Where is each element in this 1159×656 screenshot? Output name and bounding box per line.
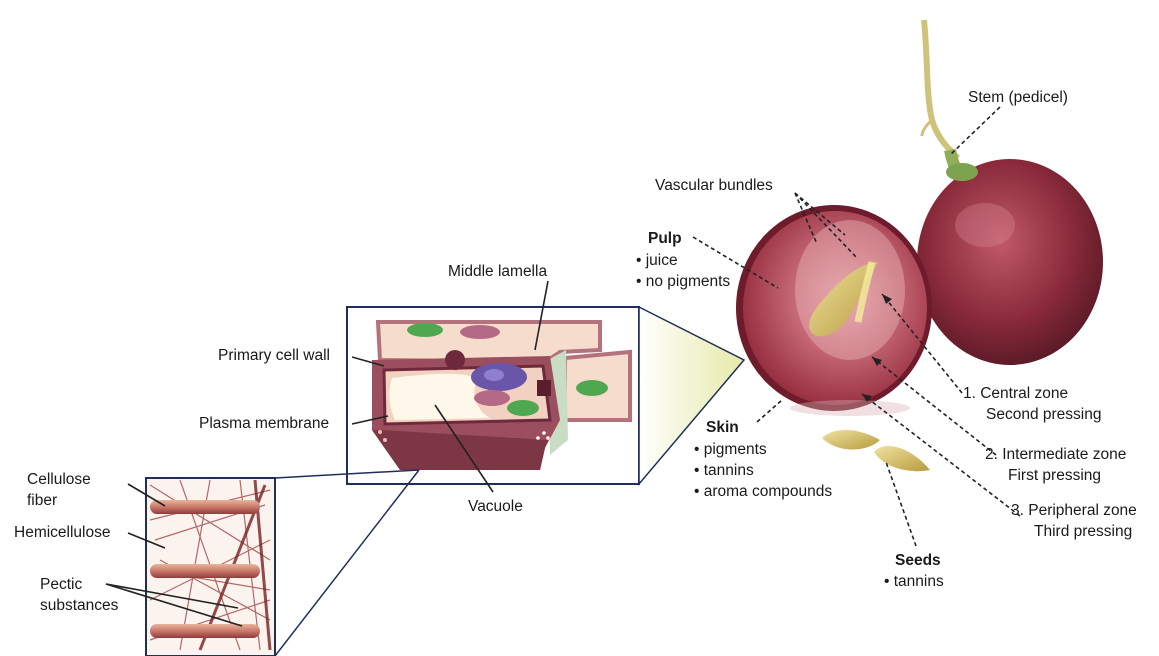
cut-grape (736, 205, 932, 416)
seed-1 (822, 430, 880, 450)
zoom-line-fiber-bottom (275, 470, 419, 656)
whole-grape-highlight (955, 203, 1015, 247)
label-zone2-name: 2. Intermediate zone (985, 445, 1126, 464)
label-zone3-name: 3. Peripheral zone (1011, 501, 1137, 520)
leader-skin (757, 400, 782, 422)
label-skin-aroma: • aroma compounds (694, 482, 832, 501)
label-cellulose-fiber-2: fiber (27, 491, 57, 510)
cellulose-fiber-3 (150, 624, 260, 638)
whole-grape-body (917, 159, 1103, 365)
whole-grape (917, 159, 1103, 365)
leader-seeds (886, 462, 916, 546)
label-pulp-juice: • juice (636, 251, 678, 270)
cellulose-fiber-1 (150, 500, 260, 514)
label-pectic-2: substances (40, 596, 118, 615)
label-pectic-1: Pectic (40, 575, 82, 594)
label-vacuole: Vacuole (468, 497, 523, 516)
label-skin-pigments: • pigments (694, 440, 767, 459)
loose-seeds (822, 430, 930, 471)
label-pulp-no-pigments: • no pigments (636, 272, 730, 291)
label-middle-lamella: Middle lamella (448, 262, 547, 281)
label-hemicellulose: Hemicellulose (14, 523, 110, 542)
label-zone1-pressing: Second pressing (986, 405, 1101, 424)
label-stem: Stem (pedicel) (968, 88, 1068, 107)
leader-stem (950, 107, 1000, 155)
label-pulp-title: Pulp (648, 229, 682, 248)
seed-2 (874, 446, 930, 471)
label-zone1-name: 1. Central zone (963, 384, 1068, 403)
cellulose-fiber-2 (150, 564, 260, 578)
fiber-inset (146, 478, 275, 656)
label-skin-title: Skin (706, 418, 739, 437)
chloroplast (507, 400, 539, 416)
label-cellulose-fiber-1: Cellulose (27, 470, 91, 489)
label-seeds-title: Seeds (895, 551, 941, 570)
label-seeds-tannins: • tannins (884, 572, 944, 591)
label-plasma-membrane: Plasma membrane (199, 414, 329, 433)
label-vascular-bundles: Vascular bundles (655, 176, 773, 195)
label-skin-tannins: • tannins (694, 461, 754, 480)
cell-inset (347, 307, 639, 484)
label-primary-cell-wall: Primary cell wall (218, 346, 330, 365)
label-zone2-pressing: First pressing (1008, 466, 1101, 485)
label-zone3-pressing: Third pressing (1034, 522, 1132, 541)
